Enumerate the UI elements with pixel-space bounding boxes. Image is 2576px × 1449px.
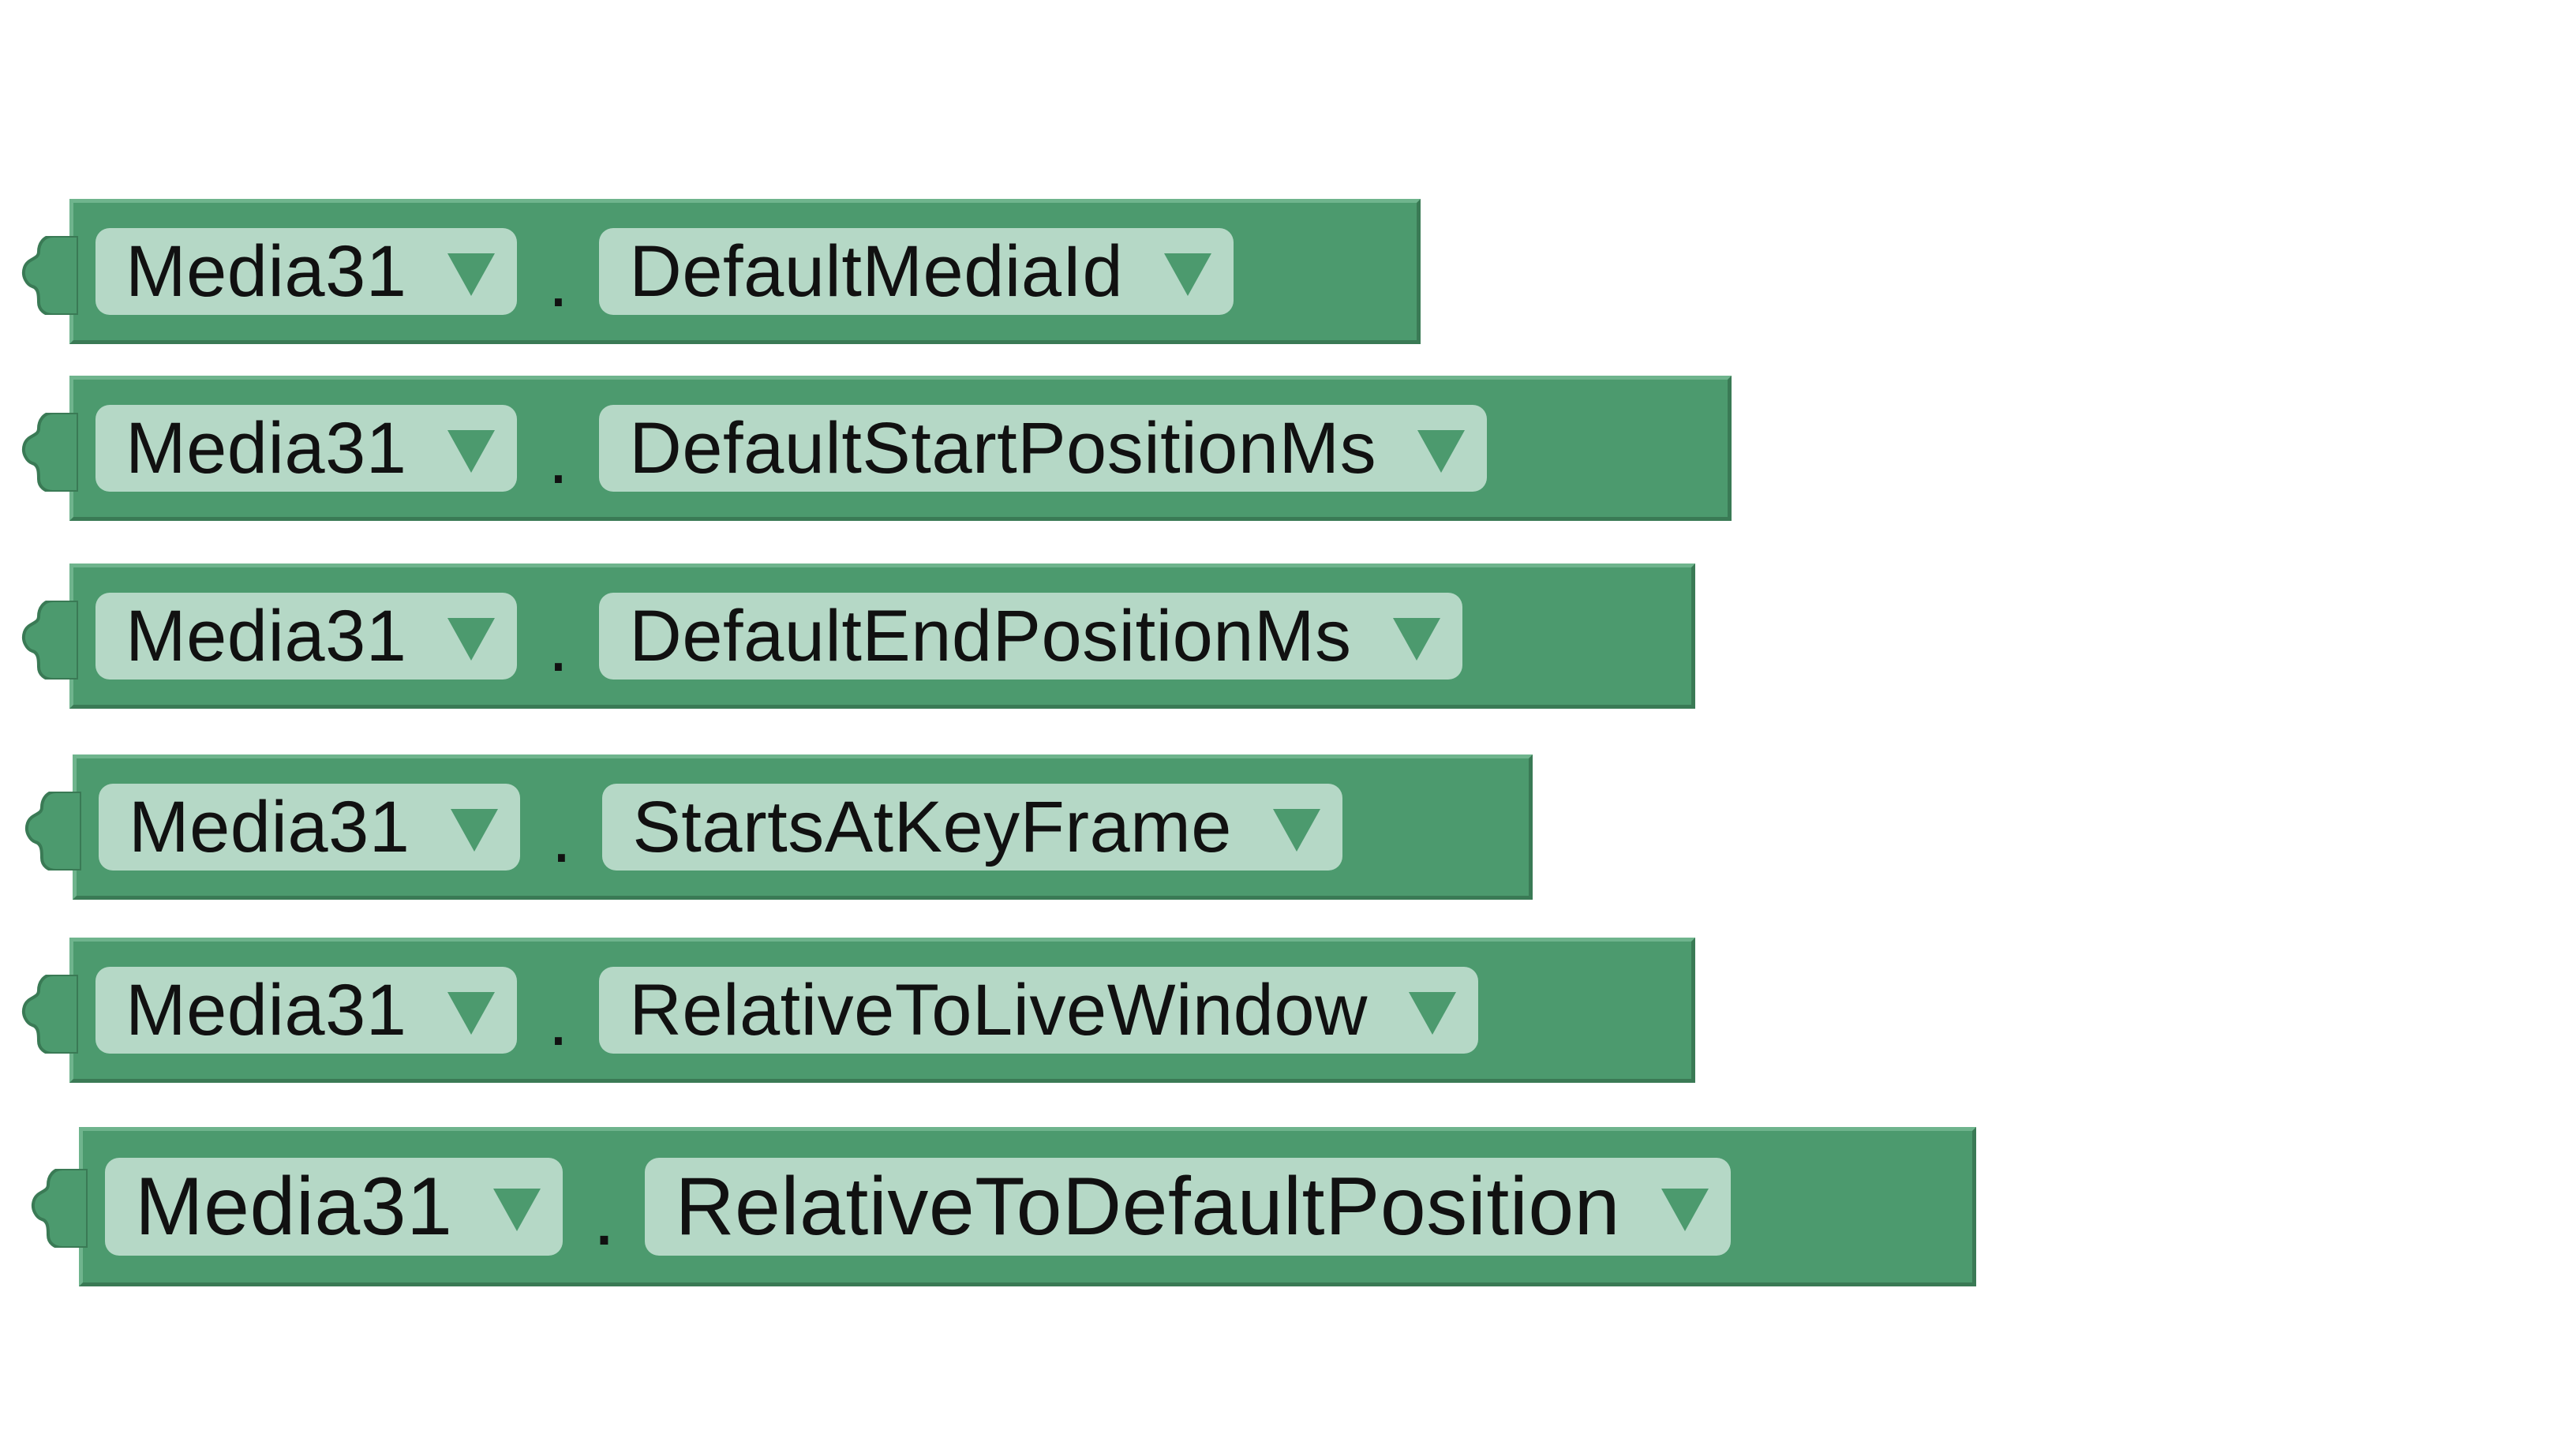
property-name: RelativeToLiveWindow bbox=[629, 969, 1368, 1050]
property-name: StartsAtKeyFrame bbox=[632, 786, 1232, 867]
property-dropdown[interactable]: RelativeToLiveWindow bbox=[599, 967, 1478, 1054]
property-separator: . bbox=[548, 241, 569, 322]
chevron-down-icon bbox=[451, 809, 499, 852]
property-name: DefaultEndPositionMs bbox=[629, 595, 1352, 676]
chevron-down-icon bbox=[493, 1189, 541, 1231]
component-getter-block[interactable]: Media31 . DefaultEndPositionMs bbox=[22, 564, 1695, 709]
property-dropdown[interactable]: DefaultEndPositionMs bbox=[599, 593, 1462, 680]
component-name: Media31 bbox=[125, 230, 407, 312]
component-dropdown[interactable]: Media31 bbox=[95, 228, 518, 315]
component-name: Media31 bbox=[125, 595, 407, 676]
output-plug-icon bbox=[22, 601, 78, 680]
component-getter-block[interactable]: Media31 . DefaultMediaId bbox=[22, 199, 1421, 344]
output-plug-icon bbox=[25, 792, 81, 871]
chevron-down-icon bbox=[447, 253, 496, 296]
chevron-down-icon bbox=[1164, 253, 1212, 296]
property-dropdown[interactable]: DefaultMediaId bbox=[599, 228, 1234, 315]
component-getter-block[interactable]: Media31 . RelativeToLiveWindow bbox=[22, 938, 1695, 1083]
chevron-down-icon bbox=[1408, 992, 1456, 1035]
property-name: RelativeToDefaultPosition bbox=[675, 1160, 1621, 1252]
component-name: Media31 bbox=[129, 786, 410, 867]
component-name: Media31 bbox=[135, 1160, 453, 1252]
component-getter-block[interactable]: Media31 . StartsAtKeyFrame bbox=[25, 754, 1533, 900]
property-separator: . bbox=[592, 1170, 616, 1263]
output-plug-icon bbox=[32, 1169, 88, 1248]
property-dropdown[interactable]: DefaultStartPositionMs bbox=[599, 405, 1488, 492]
property-name: DefaultStartPositionMs bbox=[629, 407, 1377, 489]
output-plug-icon bbox=[22, 236, 78, 315]
chevron-down-icon bbox=[1392, 618, 1440, 661]
component-dropdown[interactable]: Media31 bbox=[95, 967, 518, 1054]
property-separator: . bbox=[548, 605, 569, 687]
component-dropdown[interactable]: Media31 bbox=[95, 593, 518, 680]
chevron-down-icon bbox=[447, 618, 496, 661]
component-getter-block[interactable]: Media31 . RelativeToDefaultPosition bbox=[32, 1127, 1976, 1286]
property-name: DefaultMediaId bbox=[629, 230, 1124, 312]
chevron-down-icon bbox=[1272, 809, 1320, 852]
chevron-down-icon bbox=[1417, 430, 1466, 473]
component-dropdown[interactable]: Media31 bbox=[105, 1158, 564, 1256]
property-dropdown[interactable]: StartsAtKeyFrame bbox=[602, 784, 1342, 871]
component-getter-block[interactable]: Media31 . DefaultStartPositionMs bbox=[22, 376, 1732, 521]
property-separator: . bbox=[551, 796, 572, 878]
output-plug-icon bbox=[22, 975, 78, 1054]
component-name: Media31 bbox=[125, 969, 407, 1050]
property-separator: . bbox=[548, 417, 569, 499]
property-dropdown[interactable]: RelativeToDefaultPosition bbox=[645, 1158, 1732, 1256]
chevron-down-icon bbox=[1661, 1189, 1709, 1231]
chevron-down-icon bbox=[447, 430, 496, 473]
component-name: Media31 bbox=[125, 407, 407, 489]
output-plug-icon bbox=[22, 413, 78, 492]
component-dropdown[interactable]: Media31 bbox=[95, 405, 518, 492]
property-separator: . bbox=[548, 979, 569, 1061]
chevron-down-icon bbox=[447, 992, 496, 1035]
component-dropdown[interactable]: Media31 bbox=[99, 784, 521, 871]
